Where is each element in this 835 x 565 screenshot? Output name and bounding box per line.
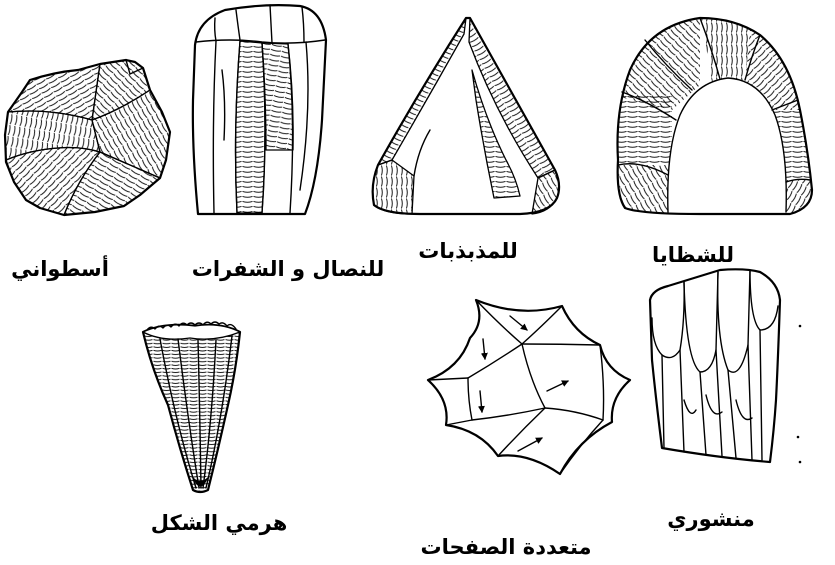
removal-direction-arrow [518, 438, 542, 451]
blade-core-drawing [193, 5, 326, 214]
pyramidal-core-drawing [143, 322, 240, 492]
blade-core-label: للنصال و الشفرات [168, 254, 408, 284]
polyhedral-core-label: متعددة الصفحات [406, 532, 606, 562]
flake-core-drawing [612, 10, 820, 220]
polyhedral-core-drawing [428, 300, 630, 474]
removal-direction-arrow [480, 391, 482, 412]
prismatic-core-label: منشوري [651, 504, 771, 534]
removal-direction-arrow [510, 316, 527, 330]
core-outline [428, 300, 630, 474]
cylindrical-core-label: أسطواني [0, 254, 120, 284]
triangular-core-drawing [373, 18, 559, 214]
prismatic-core-drawing [650, 269, 780, 462]
pyramidal-core-label: هرمي الشكل [139, 508, 299, 538]
removal-direction-arrow [547, 381, 568, 391]
flake-core-label: للشظايا [633, 240, 753, 270]
margin-specks [797, 325, 802, 464]
cylindrical-core-drawing [5, 60, 170, 215]
triangular-core-label: للمذبذبات [398, 236, 538, 266]
removal-direction-arrow [483, 339, 485, 359]
